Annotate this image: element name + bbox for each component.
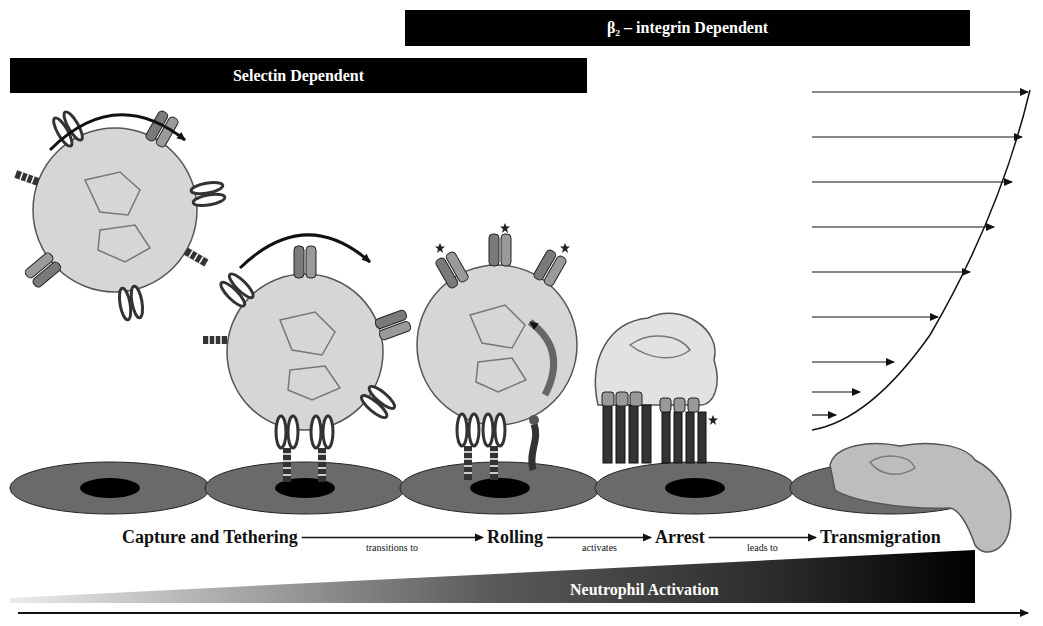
stage-label: Arrest	[655, 527, 705, 548]
stage-arrow	[547, 537, 651, 539]
node-text: Capture and Tethering	[122, 527, 298, 548]
phase-band: β₂ – integrin Dependent	[405, 10, 970, 46]
node-text: Arrest	[655, 527, 705, 548]
edge-label: transitions to	[365, 542, 419, 553]
node-text: β₂ – integrin Dependent	[607, 19, 768, 37]
node-text: Rolling	[487, 527, 543, 548]
stage-label: Rolling	[487, 527, 543, 548]
wedge-shape	[10, 550, 975, 603]
edge-label: leads to	[746, 542, 779, 553]
node-text: Transmigration	[820, 527, 941, 548]
edge-label: activates	[581, 542, 618, 553]
stage-label: Transmigration	[820, 527, 941, 548]
activation-wedge: Neutrophil Activation	[10, 550, 975, 603]
node-text: Selectin Dependent	[233, 67, 364, 85]
stage-arrow	[302, 537, 483, 539]
phase-band: Selectin Dependent	[10, 58, 587, 93]
stage-label: Capture and Tethering	[122, 527, 298, 548]
node-text: Neutrophil Activation	[570, 581, 719, 599]
stage-arrow	[709, 537, 816, 539]
